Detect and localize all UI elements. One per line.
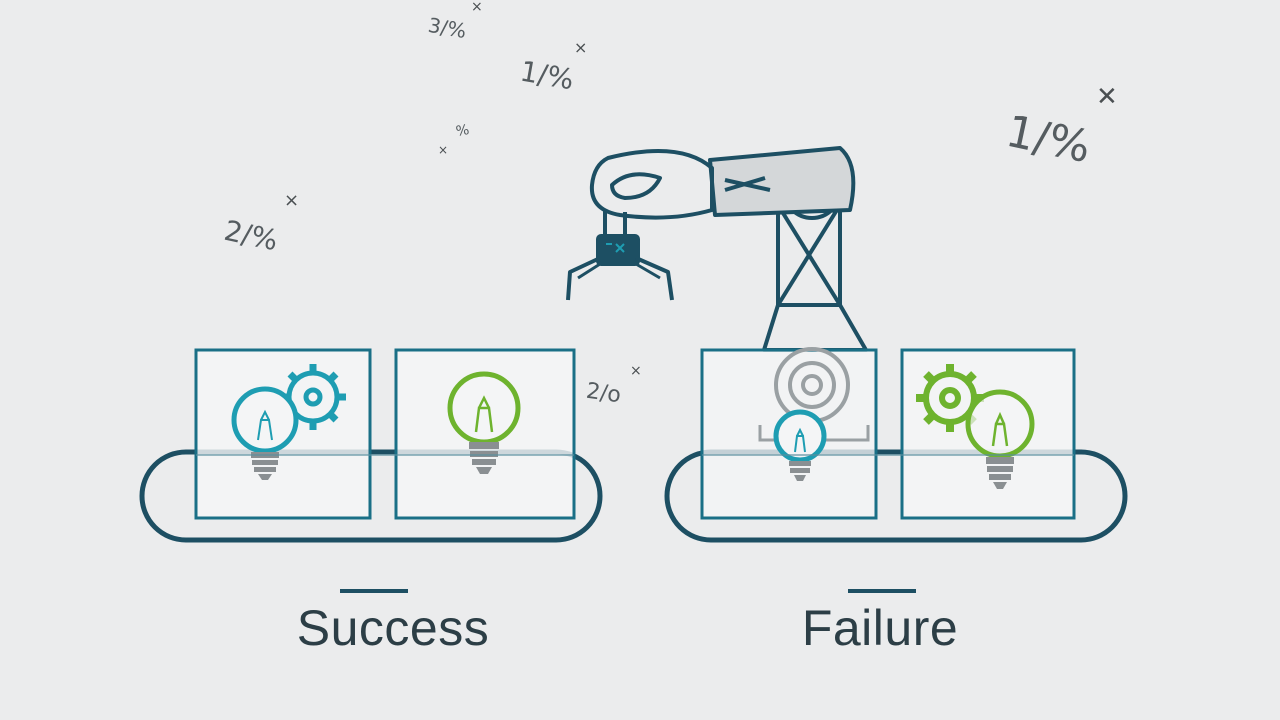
x-mark-icon: × [438,143,449,157]
box-2 [394,348,576,520]
box-4 [900,348,1076,520]
success-label: Success [296,600,490,656]
x-mark-icon: ✕ [1096,82,1118,112]
percent-annotation: 2/o [584,378,623,409]
conveyor-right [664,449,1128,543]
lightbulb-icon [231,386,299,480]
x-mark-icon: × [284,190,300,211]
x-mark-icon: × [471,0,483,15]
robot-arm [566,146,868,352]
x-mark-icon: × [630,363,642,379]
percent-annotation: % [454,121,471,141]
percent-annotation: 3/% [426,12,469,44]
failure-label: Failure [801,600,959,656]
box-1 [194,348,372,520]
lightbulb-icon [773,409,827,481]
x-mark-icon: × [574,38,588,57]
box-3 [700,347,878,520]
lightbulb-icon [447,371,521,474]
